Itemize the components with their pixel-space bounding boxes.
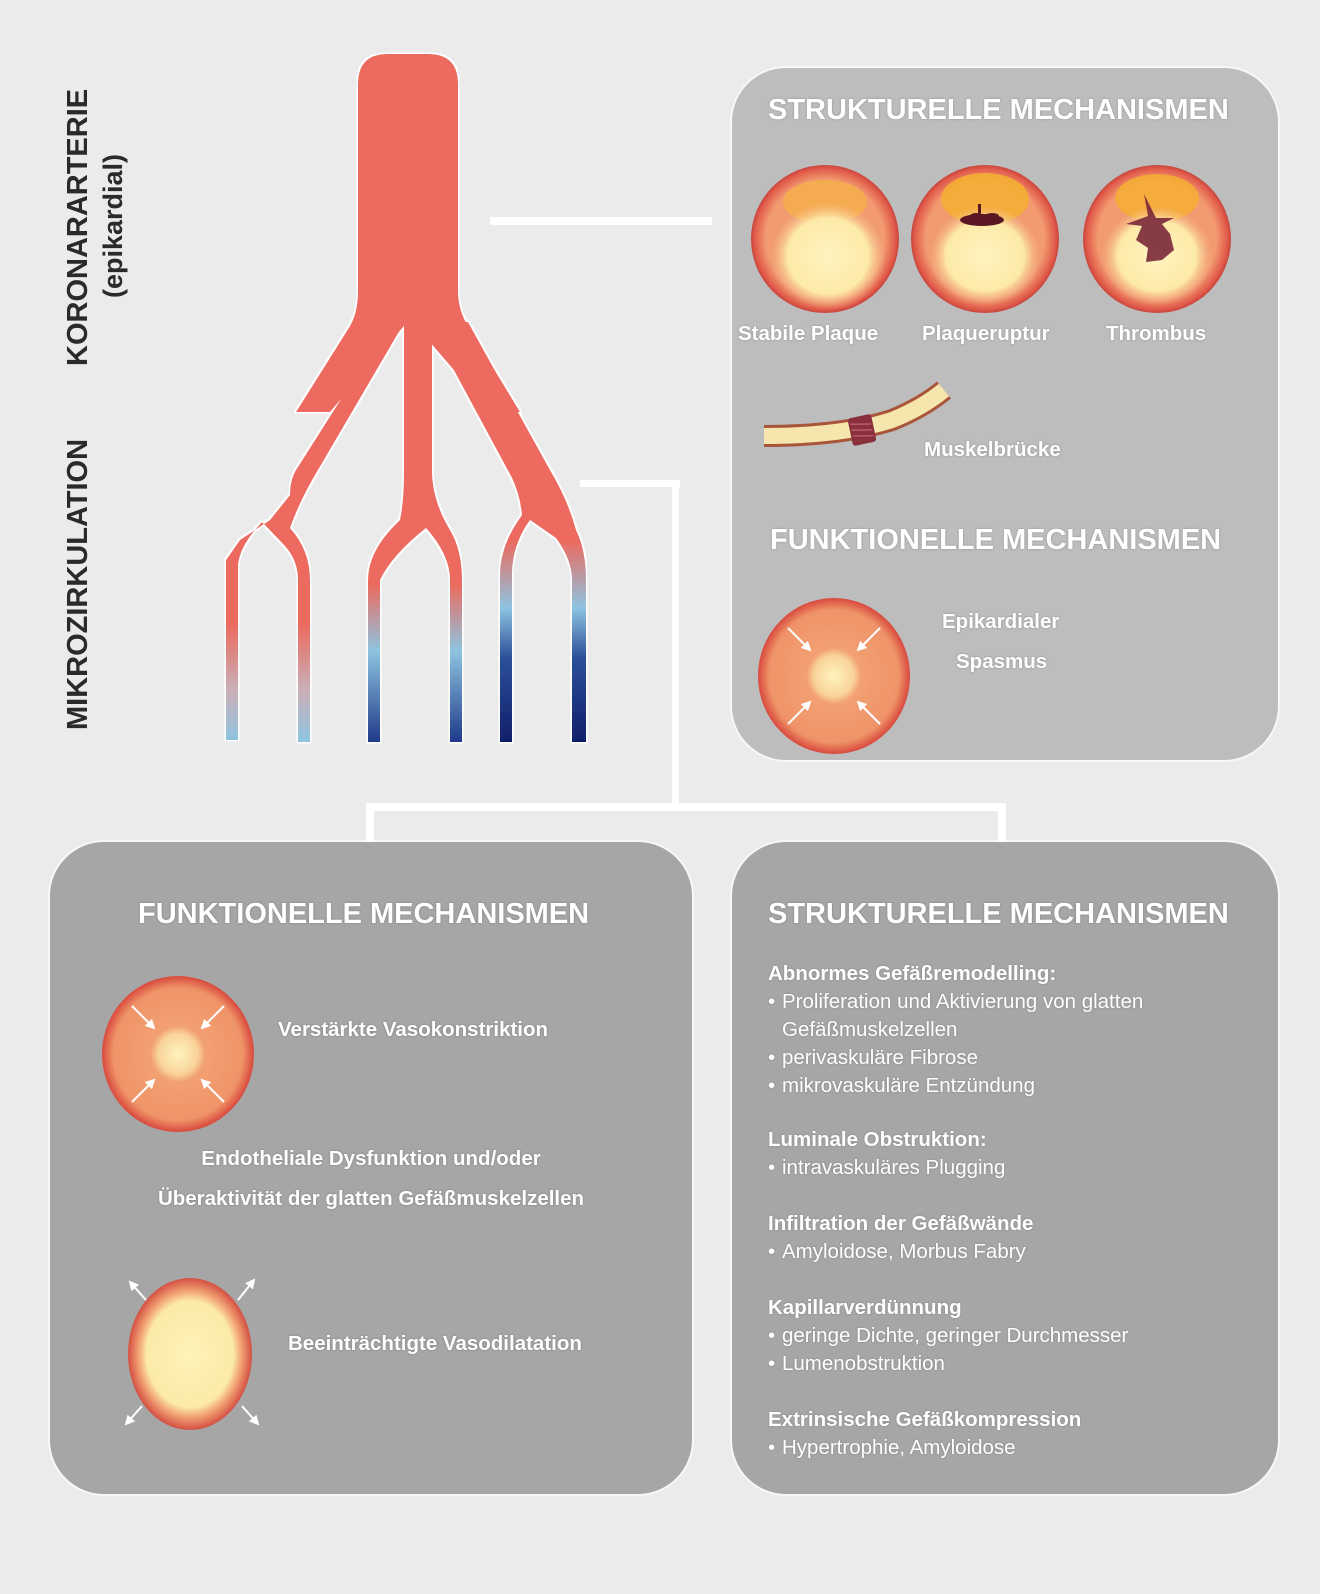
endothelial-dysfunction-line2: Überaktivität der glatten Gefäßmuskelzel…	[157, 1187, 585, 1210]
list-item: •geringe Dichte, geringer Durchmesser	[768, 1324, 1129, 1347]
list-item: •Lumenobstruktion	[768, 1352, 945, 1375]
luminal-obstruction-section: Luminale Obstruktion: •intravaskuläres P…	[768, 1126, 1005, 1182]
functional-mechanisms-title: FUNKTIONELLE MECHANISMEN	[770, 524, 1222, 556]
connector-line-micro-h	[580, 480, 680, 487]
list-item: •perivaskuläre Fibrose	[768, 1046, 978, 1069]
capillary-rarefaction-section: Kapillarverdünnung •geringe Dichte, geri…	[768, 1294, 1128, 1378]
epicardial-spasm-icon	[758, 598, 910, 754]
thrombus-label: Thrombus	[1106, 322, 1207, 345]
connector-line-split-right	[998, 803, 1006, 843]
micro-structural-title: STRUKTURELLE MECHANISMEN	[768, 898, 1229, 930]
branch-right	[428, 322, 586, 742]
section-heading: Kapillarverdünnung	[768, 1296, 962, 1319]
epicardial-spasm-label-line2: Spasmus	[956, 650, 1048, 673]
connector-line-split-h	[366, 803, 1006, 811]
vasodilation-label: Beeinträchtigte Vasodilatation	[288, 1332, 582, 1355]
connector-line-coronary	[490, 217, 712, 225]
list-item: •Proliferation und Aktivierung von glatt…	[768, 990, 1144, 1041]
connector-line-split-left	[366, 803, 374, 843]
vasoconstriction-label: Verstärkte Vasokonstriktion	[278, 1018, 549, 1041]
muscle-bridge-icon	[763, 381, 951, 447]
stable-plaque-label: Stabile Plaque	[738, 322, 879, 345]
list-item: •intravaskuläres Plugging	[768, 1156, 1006, 1179]
endothelial-dysfunction-line1: Endotheliale Dysfunktion und/oder	[201, 1147, 541, 1170]
extrinsic-compression-section: Extrinsische Gefäßkompression •Hypertrop…	[768, 1406, 1081, 1462]
vasoconstriction-icon	[102, 976, 254, 1132]
list-item: •mikrovaskuläre Entzündung	[768, 1074, 1035, 1097]
remodelling-section: Abnormes Gefäßremodelling: •Proliferatio…	[768, 960, 1143, 1100]
section-heading: Abnormes Gefäßremodelling:	[768, 962, 1057, 985]
plaque-rupture-label: Plaqueruptur	[922, 322, 1050, 345]
structural-mechanisms-title: STRUKTURELLE MECHANISMEN	[768, 94, 1229, 126]
muscle-bridge-label: Muskelbrücke	[924, 438, 1061, 461]
list-item: •Hypertrophie, Amyloidose	[768, 1436, 1016, 1459]
section-heading: Extrinsische Gefäßkompression	[768, 1408, 1082, 1431]
wall-infiltration-section: Infiltration der Gefäßwände •Amyloidose,…	[768, 1210, 1033, 1266]
micro-functional-title: FUNKTIONELLE MECHANISMEN	[138, 898, 590, 930]
vasodilation-icon	[124, 1278, 260, 1430]
connector-line-micro-v	[672, 480, 679, 810]
thrombus-icon	[1083, 165, 1231, 313]
micro-structural-mechanisms-panel: STRUKTURELLE MECHANISMEN Abnormes Gefäßr…	[732, 842, 1278, 1494]
micro-functional-mechanisms-panel: FUNKTIONELLE MECHANISMEN Verstärkte Vaso…	[50, 842, 692, 1494]
section-heading: Infiltration der Gefäßwände	[768, 1212, 1034, 1235]
list-item: •Amyloidose, Morbus Fabry	[768, 1240, 1026, 1263]
epicardial-spasm-label-line1: Epikardialer	[942, 610, 1060, 633]
branch-middle	[368, 326, 462, 742]
stable-plaque-icon	[751, 165, 899, 313]
epicardial-mechanisms-panel: STRUKTURELLE MECHANISMEN Stabile Plaque	[732, 68, 1278, 760]
plaque-rupture-icon	[911, 165, 1059, 313]
section-heading: Luminale Obstruktion:	[768, 1128, 987, 1151]
